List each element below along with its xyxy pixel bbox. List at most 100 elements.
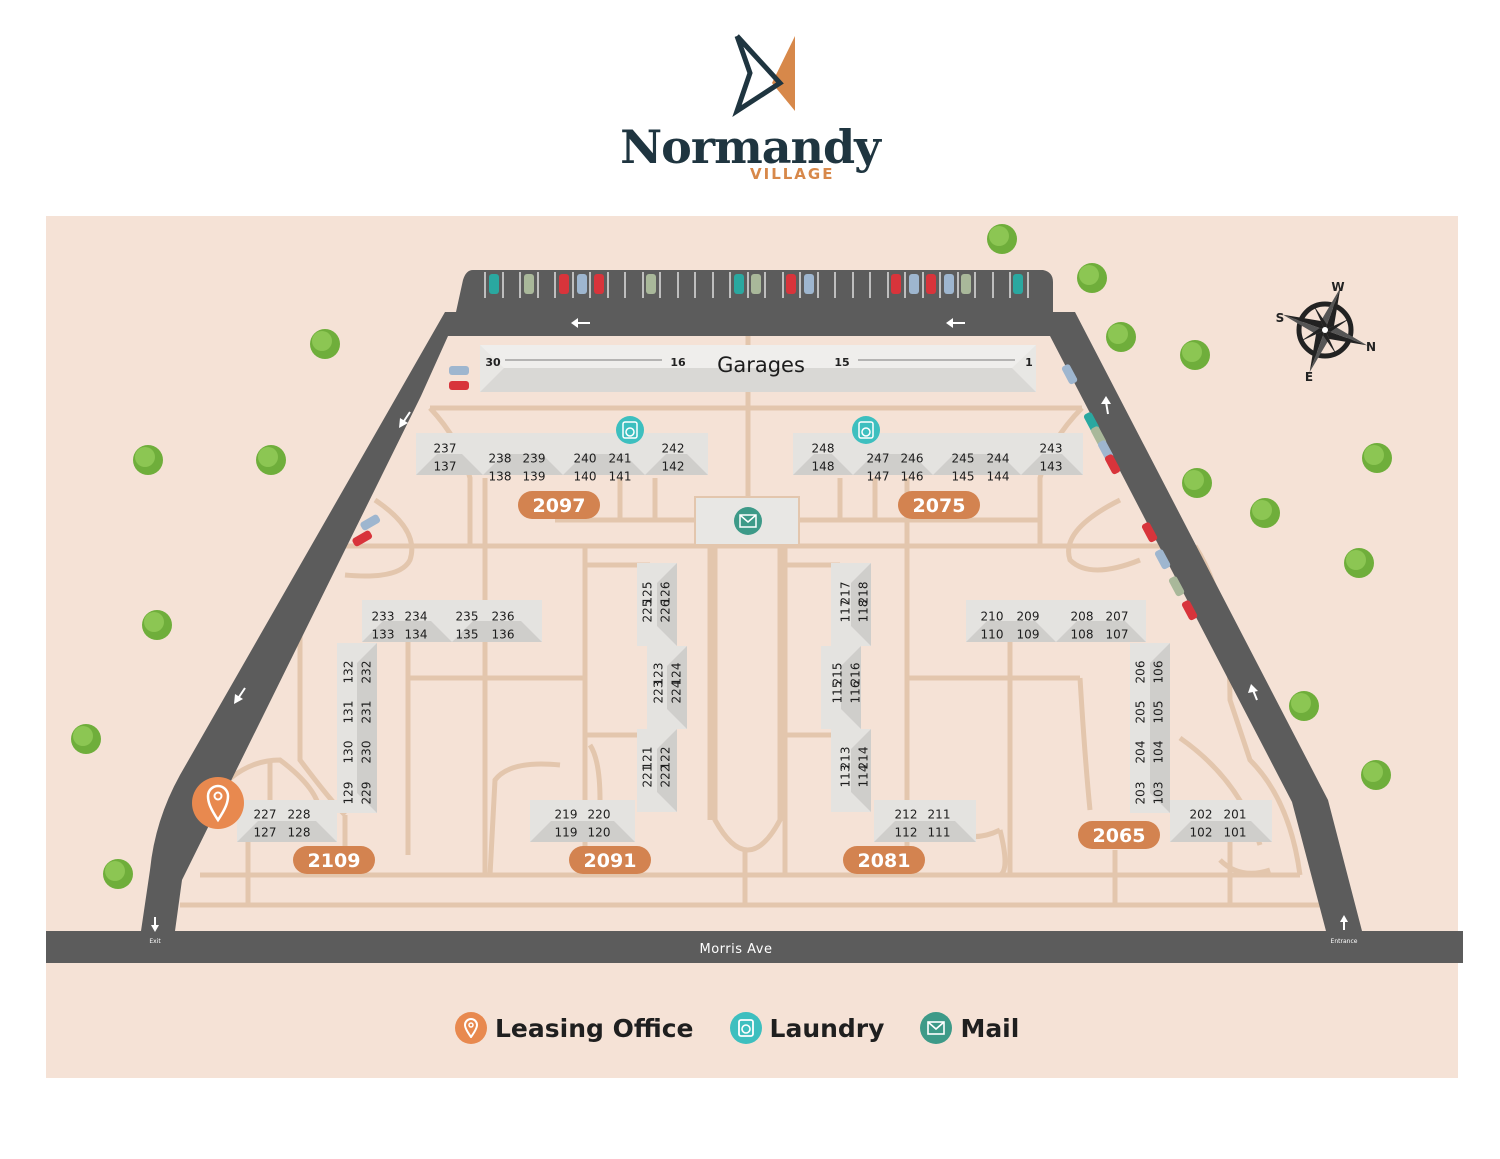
building-number: 2097 — [533, 495, 586, 517]
apartment-building — [483, 433, 563, 475]
apartment-building — [933, 433, 1021, 475]
location-pin-icon — [206, 784, 230, 823]
apartment-building — [874, 800, 976, 842]
apartment-building — [1056, 600, 1146, 642]
unit-number: 237 — [434, 442, 457, 456]
apartment-building — [337, 643, 377, 813]
unit-number: 102 — [1190, 826, 1213, 840]
map-legend: Leasing Office Laundry Mail — [455, 1008, 1019, 1048]
unit-number: 101 — [1224, 826, 1247, 840]
unit-number: 225 — [641, 600, 655, 623]
unit-number: 123 — [652, 663, 666, 686]
building-number: 2091 — [584, 850, 637, 872]
unit-number: 104 — [1152, 741, 1166, 764]
compass-rose-icon: W S N E — [1276, 280, 1376, 384]
unit-number: 243 — [1040, 442, 1063, 456]
apartment-building — [530, 800, 635, 842]
unit-number: 229 — [360, 782, 374, 805]
legend-label: Laundry — [769, 1013, 885, 1043]
logo-subtitle: VILLAGE — [750, 165, 835, 183]
tree-icon — [1180, 340, 1210, 370]
apartment-building — [831, 729, 871, 812]
unit-number: 117 — [839, 600, 853, 623]
unit-number: 135 — [456, 628, 479, 642]
unit-number: 147 — [867, 470, 890, 484]
tree-icon — [1106, 322, 1136, 352]
unit-number: 115 — [831, 681, 845, 704]
morris-ave-road — [46, 931, 1463, 963]
unit-number: 114 — [857, 765, 871, 788]
parking-stall-lines — [484, 272, 1029, 298]
unit-number: 110 — [981, 628, 1004, 642]
building-label-2075: 2075 — [898, 491, 980, 519]
mail-kiosk — [694, 496, 800, 546]
unit-number: 105 — [1152, 701, 1166, 724]
unit-number: 210 — [981, 610, 1004, 624]
garages: 30 16 15 1 Garages — [480, 345, 1036, 392]
apartment-building — [1021, 433, 1083, 475]
unit-number: 235 — [456, 610, 479, 624]
tree-icon — [1361, 760, 1391, 790]
unit-number: 106 — [1152, 661, 1166, 684]
apartment-building — [821, 646, 861, 729]
garage-number-15: 15 — [834, 356, 849, 369]
garage-number-1: 1 — [1025, 356, 1033, 369]
unit-number: 142 — [662, 460, 685, 474]
logo: Normandy VILLAGE — [600, 28, 900, 188]
laundry-icon[interactable] — [616, 416, 644, 444]
unit-number: 245 — [952, 452, 975, 466]
garage-number-16: 16 — [670, 356, 686, 369]
tree-icon — [133, 445, 163, 475]
unit-number: 122 — [659, 747, 673, 770]
unit-number: 236 — [492, 610, 515, 624]
leasing-office-marker[interactable] — [192, 777, 244, 829]
apartment-building — [563, 433, 645, 475]
arrow-up-icon — [1248, 684, 1258, 701]
unit-number: 127 — [254, 826, 277, 840]
unit-number: 137 — [434, 460, 457, 474]
compass-north: N — [1366, 340, 1376, 354]
tree-icon — [987, 224, 1017, 254]
roads — [46, 270, 1463, 963]
unit-number: 134 — [405, 628, 428, 642]
unit-number: 214 — [857, 747, 871, 770]
unit-number: 120 — [588, 826, 611, 840]
mail-icon[interactable] — [734, 507, 762, 535]
unit-number: 208 — [1071, 610, 1094, 624]
building-label-2081: 2081 — [843, 846, 925, 874]
legend-label: Leasing Office — [495, 1013, 694, 1043]
unit-number: 215 — [831, 663, 845, 686]
compass-west: W — [1331, 280, 1344, 294]
unit-number: 108 — [1071, 628, 1094, 642]
apartment-building — [831, 563, 871, 646]
unit-number: 109 — [1017, 628, 1040, 642]
unit-number: 230 — [360, 741, 374, 764]
tree-icon — [1362, 443, 1392, 473]
apartment-building — [647, 646, 687, 729]
legend-item-leasing-office: Leasing Office — [455, 1012, 694, 1044]
unit-number: 228 — [288, 808, 311, 822]
unit-number: 139 — [523, 470, 546, 484]
unit-number: 244 — [987, 452, 1010, 466]
unit-number: 145 — [952, 470, 975, 484]
unit-number: 240 — [574, 452, 597, 466]
apartment-building — [1170, 800, 1272, 842]
unit-number: 144 — [987, 470, 1010, 484]
washing-machine-icon — [729, 1012, 762, 1044]
apartment-building — [1130, 643, 1170, 813]
exit-label: Exit — [149, 938, 161, 945]
laundry-icon[interactable] — [852, 416, 880, 444]
apartment-building — [362, 600, 452, 642]
unit-number: 216 — [849, 663, 863, 686]
unit-number: 233 — [372, 610, 395, 624]
tree-icon — [1289, 691, 1319, 721]
unit-number: 222 — [659, 765, 673, 788]
apartment-building — [416, 433, 483, 475]
building-label-2097: 2097 — [518, 491, 600, 519]
compass-south: S — [1276, 311, 1285, 325]
unit-number: 143 — [1040, 460, 1063, 474]
unit-number: 125 — [641, 582, 655, 605]
unit-number: 207 — [1106, 610, 1129, 624]
unit-number: 209 — [1017, 610, 1040, 624]
